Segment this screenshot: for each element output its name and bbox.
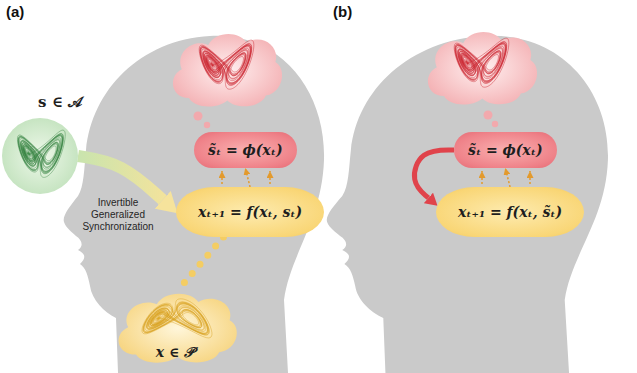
node-text: x ∈ 𝒫 bbox=[110, 344, 240, 361]
panel-label: (a) bbox=[6, 3, 24, 20]
readout-arrow bbox=[529, 171, 531, 184]
node-text: s̃ₜ = ϕ(xₜ) bbox=[468, 142, 543, 158]
synchronization-arrow bbox=[78, 156, 163, 200]
attractor-drawing bbox=[199, 40, 254, 89]
readout-arrow bbox=[481, 171, 483, 184]
attractor-drawing bbox=[2, 118, 78, 194]
input-attractor-circle: s ∈ 𝒜 bbox=[2, 118, 78, 194]
readout-arrow bbox=[505, 168, 510, 187]
feedback-arrow bbox=[414, 150, 454, 198]
cloud-outline bbox=[428, 32, 537, 104]
edge-label: Invertible Generalized Synchronization bbox=[78, 197, 158, 233]
thought-cloud bbox=[173, 34, 282, 106]
thought-bubble bbox=[492, 121, 498, 127]
node-text: s ∈ 𝒜 bbox=[38, 93, 82, 111]
attractor-trajectory bbox=[454, 38, 509, 87]
thought-bubble bbox=[204, 122, 210, 128]
readout-box: s̃ₜ = ϕ(xₜ) bbox=[454, 132, 557, 168]
node-text: xₜ₊₁ = f(xₜ, s̃ₜ) bbox=[458, 204, 562, 220]
reservoir-region: xₜ₊₁ = f(xₜ, sₜ) bbox=[176, 187, 324, 237]
attractor-trajectory bbox=[199, 40, 254, 89]
panel-label: (b) bbox=[333, 3, 352, 20]
node-text: s̃ₜ = ϕ(xₜ) bbox=[208, 142, 283, 158]
readout-arrow bbox=[245, 168, 250, 187]
reservoir-region: xₜ₊₁ = f(xₜ, s̃ₜ) bbox=[436, 187, 584, 237]
cloud-outline bbox=[173, 34, 282, 106]
thought-bubble bbox=[194, 112, 203, 121]
reservoir-attractor-cloud: x ∈ 𝒫 bbox=[110, 286, 240, 366]
thought-bubble bbox=[484, 111, 493, 120]
attractor-drawing bbox=[454, 38, 509, 87]
attractor-trajectory bbox=[142, 299, 212, 338]
readout-arrow bbox=[269, 171, 271, 184]
attractor-trajectory bbox=[17, 130, 65, 177]
readout-box: s̃ₜ = ϕ(xₜ) bbox=[194, 132, 297, 168]
node-text: xₜ₊₁ = f(xₜ, sₜ) bbox=[198, 204, 302, 220]
thought-cloud bbox=[428, 32, 537, 104]
readout-arrow bbox=[221, 171, 223, 184]
thought-bubble-trail bbox=[182, 237, 224, 286]
